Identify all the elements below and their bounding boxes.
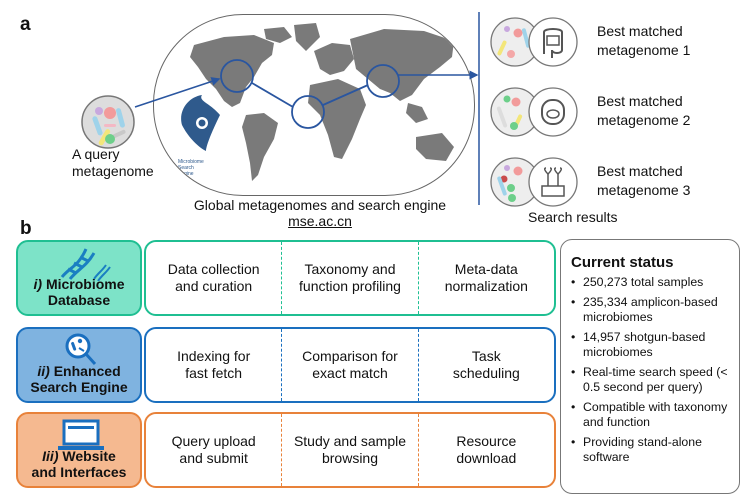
world-caption: Global metagenomes and search engine: [193, 197, 447, 213]
mse-link[interactable]: mse.ac.cn: [288, 213, 352, 229]
magnifier-icon: [65, 333, 97, 366]
soil-plant-icon: [541, 167, 565, 197]
result-item: Best matched metagenome 1: [490, 14, 750, 74]
world-map: Microbiome Search Engine: [153, 14, 475, 196]
enhanced-search-engine-label: ii) Enhanced Search Engine: [16, 327, 142, 403]
status-item: Providing stand-alone software: [571, 435, 731, 465]
mse-logo-icon: [181, 95, 220, 151]
svg-text:Search: Search: [178, 165, 194, 171]
status-item: 14,957 shotgun-based microbiomes: [571, 330, 731, 360]
logo-text: Microbiome: [178, 159, 204, 165]
dna-icon: [60, 248, 111, 281]
mouth-icon: [541, 99, 565, 125]
query-metagenome-icon: [81, 95, 135, 149]
results-caption: Search results: [528, 209, 618, 225]
status-list: 250,273 total samples 235,334 amplicon-b…: [571, 275, 731, 465]
laptop-icon: [58, 419, 104, 450]
intestine-icon: [543, 28, 563, 58]
svg-text:Engine: Engine: [178, 171, 194, 177]
status-item: 235,334 amplicon-based microbiomes: [571, 295, 731, 325]
query-label: A query metagenome: [72, 146, 154, 179]
microbiome-database-label: i) Microbiome Database: [16, 240, 142, 316]
status-item: Compatible with taxonomy and function: [571, 400, 731, 430]
row-website-interfaces: Iii) Website and Interfaces Query upload…: [16, 412, 556, 488]
status-title: Current status: [571, 254, 674, 271]
panel-a-label: a: [20, 14, 31, 35]
world-map-graphic: Microbiome Search Engine: [178, 23, 454, 181]
status-item: 250,273 total samples: [571, 275, 731, 290]
status-item: Real-time search speed (< 0.5 second per…: [571, 365, 731, 395]
website-interfaces-label: Iii) Website and Interfaces: [16, 412, 142, 488]
result-item: Best matched metagenome 2: [490, 84, 750, 144]
result-item: Best matched metagenome 3: [490, 154, 750, 214]
current-status-box: Current status 250,273 total samples 235…: [560, 239, 740, 494]
panel-b-label: b: [20, 218, 32, 239]
